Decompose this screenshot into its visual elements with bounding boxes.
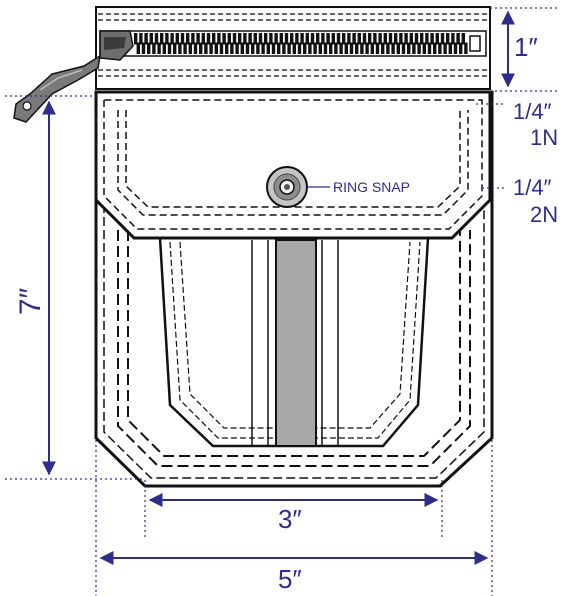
zipper-strip: [95, 6, 491, 90]
seam-1n-needle: 1N: [530, 125, 558, 150]
pocket-height-label: 7″: [14, 287, 47, 315]
pocket-height-dimension: [5, 95, 145, 480]
seam-2n-needle: 2N: [530, 202, 558, 227]
ring-snap-label: RING SNAP: [333, 179, 410, 195]
zipper-teeth: [134, 33, 468, 54]
inner-width-dimension: [144, 480, 443, 538]
inner-pleat: [158, 237, 430, 448]
zipper-height-label: 1″: [514, 32, 538, 62]
pocket-width-label: 5″: [278, 564, 302, 594]
pocket-flap: [94, 90, 492, 240]
zipper-height-dimension: [490, 7, 560, 92]
zipper-pull-icon: [13, 30, 134, 123]
inner-width-label: 3″: [278, 504, 302, 534]
center-stripe: [275, 239, 317, 447]
seam-1n-fraction: 1/4″: [513, 99, 552, 124]
seam-2n-fraction: 1/4″: [513, 175, 552, 200]
pocket-width-dimension: [95, 440, 493, 596]
ring-snap-icon: [266, 166, 308, 208]
